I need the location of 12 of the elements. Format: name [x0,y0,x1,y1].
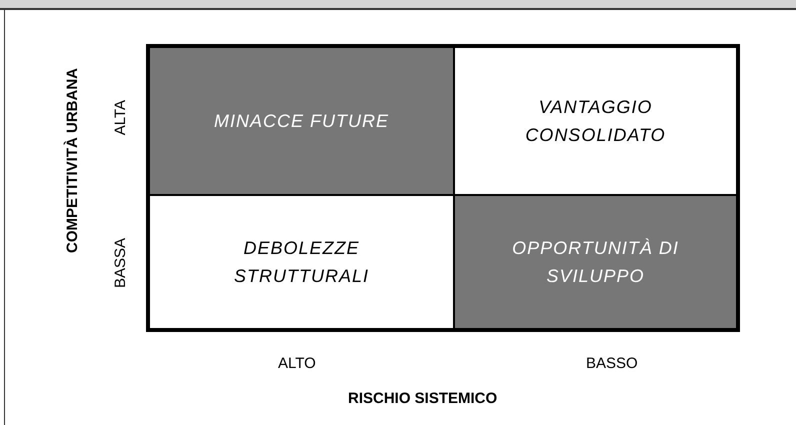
quadrant-label: OPPORTUNITÀ DI SVILUPPO [511,237,680,288]
axis-tick-label: ALTA [112,100,129,136]
axis-tick-label: ALTO [278,355,316,372]
quadrant-cell [455,196,736,328]
quadrant-label: DEBOLEZZE STRUTTURALI [232,237,370,288]
quadrant-cell [150,48,455,196]
axis-tick-label: BASSO [586,355,638,372]
axis-title: COMPETITIVITÀ URBANA [64,68,81,253]
axis-title: RISCHIO SISTEMICO [348,390,498,407]
quadrant-label: VANTAGGIO CONSOLIDATO [524,96,667,147]
axis-tick-label: BASSA [112,238,129,288]
quadrant-label: MINACCE FUTURE [214,110,389,133]
